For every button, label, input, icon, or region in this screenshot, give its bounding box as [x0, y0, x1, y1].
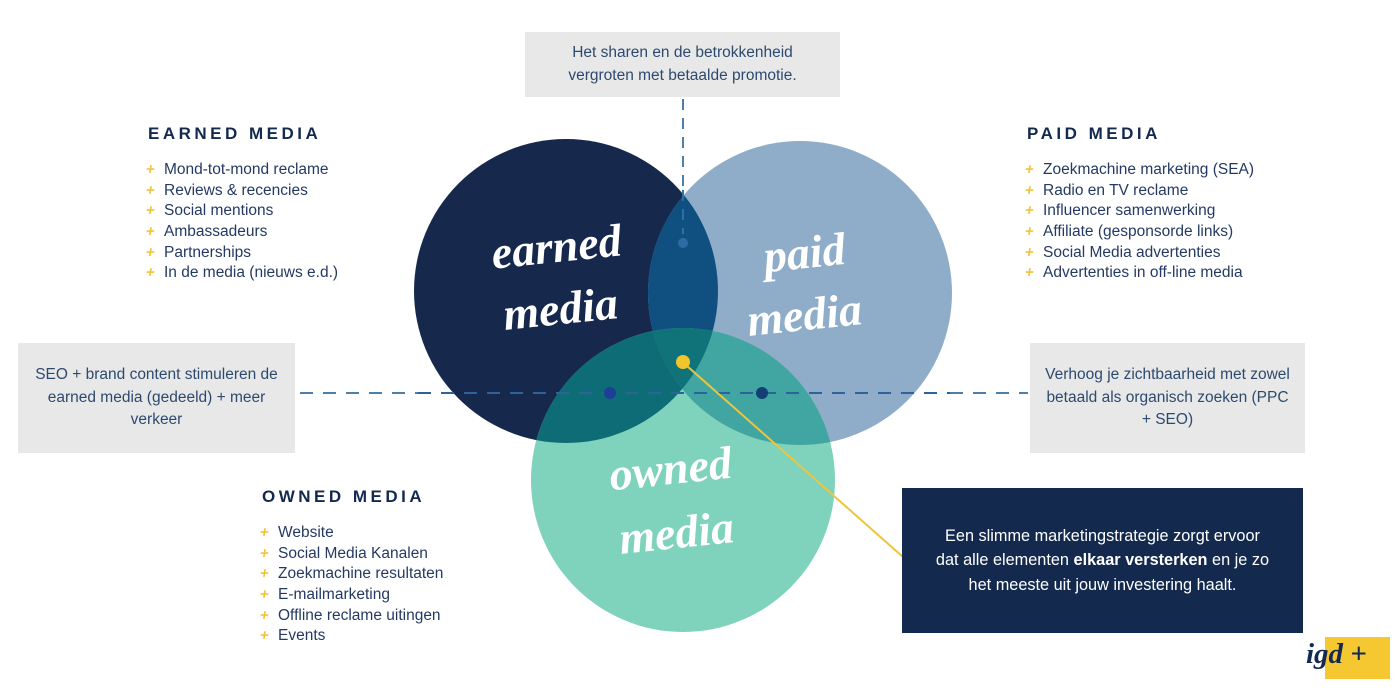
strategy-pointer-line [686, 365, 904, 558]
right-callout: Verhoog je zichtbaarheid met zowel betaa… [1030, 343, 1305, 453]
list-item: + Offline reclame uitingen [258, 606, 443, 628]
plus-bullet-icon: + [144, 264, 156, 282]
earned-owned-overlap [531, 328, 718, 443]
left-callout: SEO + brand content stimuleren de earned… [18, 343, 295, 453]
left-callout-text: SEO + brand content stimuleren de earned… [35, 366, 278, 429]
list-item-label: Mond-tot-mond reclame [164, 161, 329, 178]
paid-media-list: + Zoekmachine marketing (SEA) + Radio en T… [1023, 161, 1255, 285]
plus-bullet-icon: + [258, 586, 270, 604]
plus-bullet-icon: + [1023, 181, 1035, 199]
plus-bullet-icon: + [258, 524, 270, 541]
list-item: + Radio en TV reclame [1023, 181, 1254, 203]
plus-bullet-icon: + [258, 565, 270, 583]
plus-bullet-icon: + [1023, 243, 1035, 261]
paid-media-heading: PAID MEDIA [1027, 124, 1161, 143]
plus-bullet-icon: + [144, 161, 156, 178]
plus-bullet-icon: + [144, 243, 156, 261]
plus-bullet-icon: + [258, 544, 270, 562]
list-item-label: Reviews & recencies [164, 181, 308, 199]
list-item: + In de media (nieuws e.d.) [144, 264, 339, 285]
list-item: + Advertenties in off-line media [1023, 264, 1254, 285]
list-item: + E-mailmarketing [258, 586, 443, 607]
list-item-label: Influencer samenwerking [1043, 202, 1216, 220]
list-item-label: Website [278, 524, 334, 541]
owned-label-line2: media [617, 501, 737, 564]
paid-label-line1: paid [757, 223, 849, 283]
strategy-callout-text: Een slimme marketingstrategie zorgt ervo… [935, 526, 1270, 594]
list-item-label: Zoekmachine marketing (SEA) [1043, 161, 1255, 178]
plus-bullet-icon: + [144, 223, 156, 241]
list-item: + Affiliate (gesponsorde links) [1023, 223, 1254, 244]
right-callout-text: Verhoog je zichtbaarheid met zowel betaa… [1045, 366, 1290, 429]
list-item: + Reviews & recencies [144, 181, 338, 203]
plus-bullet-icon: + [258, 627, 270, 645]
right-dot [756, 387, 768, 399]
plus-bullet-icon: + [144, 202, 156, 220]
list-item: + Partnerships [144, 243, 338, 265]
list-item: + Ambassadeurs [144, 223, 338, 244]
list-item: + Website [258, 524, 443, 545]
list-item: + Social mentions [144, 202, 338, 223]
list-item-label: Social Media advertenties [1043, 243, 1221, 261]
list-item: + Zoekmachine marketing (SEA) [1023, 161, 1255, 182]
list-item-label: Advertenties in off-line media [1043, 264, 1243, 282]
strategy-bold-text: elkaar versterken [1073, 551, 1208, 570]
owned-media-list: + Website + Social Media Kanalen + Zoekmach… [258, 524, 444, 648]
strategy-callout: Een slimme marketingstrategie zorgt ervo… [902, 488, 1303, 633]
top-callout-text: Het sharen en de betrokkenheid vergroten… [568, 44, 797, 84]
plus-bullet-icon: + [1023, 202, 1035, 220]
logo-text: igd + [1306, 638, 1367, 670]
list-item-label: Zoekmachine resultaten [278, 565, 444, 583]
top-dot [678, 238, 688, 248]
earned-media-heading: EARNED MEDIA [148, 124, 322, 143]
list-item-label: E-mailmarketing [278, 586, 390, 604]
list-item-label: In de media (nieuws e.d.) [164, 264, 339, 282]
list-item: + Social Media Kanalen [258, 544, 443, 566]
plus-bullet-icon: + [1023, 223, 1035, 241]
list-item-label: Events [278, 627, 326, 645]
list-item-label: Ambassadeurs [164, 223, 268, 241]
list-item-label: Social Media Kanalen [278, 544, 428, 562]
earned-label-line2: media [501, 277, 621, 340]
paid-owned-overlap [648, 328, 835, 445]
igd-logo: igd + [1306, 637, 1390, 679]
list-item-label: Partnerships [164, 243, 252, 261]
list-item-label: Affiliate (gesponsorde links) [1043, 223, 1234, 241]
plus-bullet-icon: + [258, 606, 270, 624]
logo-yellow-square [1325, 637, 1390, 679]
list-item: + Mond-tot-mond reclame [144, 161, 338, 182]
plus-bullet-icon: + [144, 181, 156, 199]
top-callout: Het sharen en de betrokkenheid vergroten… [525, 32, 840, 97]
center-yellow-dot [676, 355, 690, 369]
list-item: + Influencer samenwerking [1023, 202, 1254, 223]
plus-bullet-icon: + [1023, 161, 1035, 178]
list-item: + Social Media advertenties [1023, 243, 1254, 265]
plus-bullet-icon: + [1023, 264, 1035, 282]
list-item-label: Radio en TV reclame [1043, 181, 1189, 199]
list-item: + Zoekmachine resultaten [258, 565, 444, 586]
earned-media-list: + Mond-tot-mond reclame + Reviews & recenc… [144, 161, 339, 285]
list-item: + Events [258, 627, 443, 648]
list-item-label: Social mentions [164, 202, 274, 220]
left-dot [604, 387, 616, 399]
owned-media-heading: OWNED MEDIA [262, 487, 426, 506]
list-item-label: Offline reclame uitingen [278, 606, 441, 624]
paid-label-line2: media [745, 283, 865, 346]
